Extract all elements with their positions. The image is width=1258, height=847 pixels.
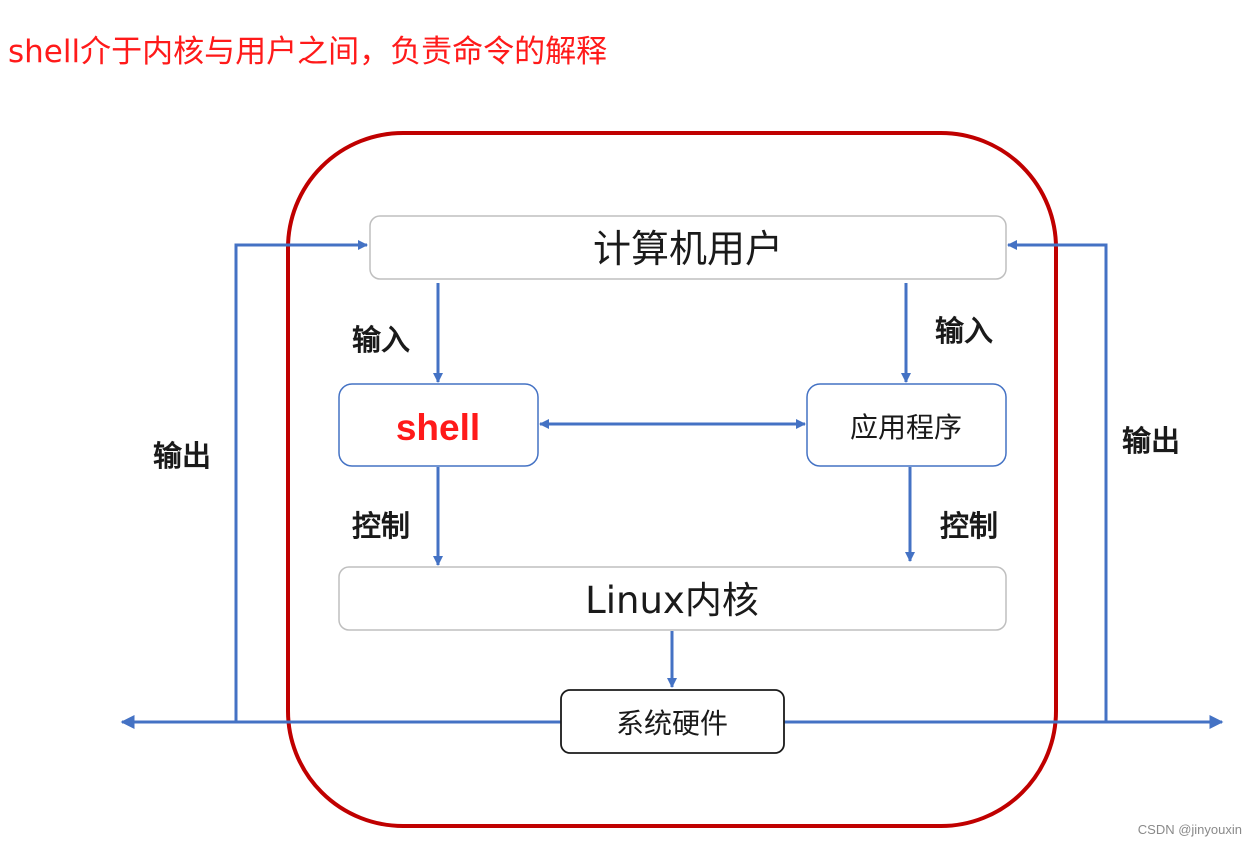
output-right-arrow [1007, 240, 1108, 722]
system-frame [286, 131, 1058, 828]
output-left-label: 输出 [153, 439, 211, 473]
shell-node-label: shell [396, 407, 480, 448]
kernel-node-label: Linux内核 [585, 579, 759, 622]
input-left-label: 输入 [352, 323, 410, 357]
watermark: CSDN @jinyouxin [1137, 822, 1242, 837]
output-right-label: 输出 [1122, 424, 1180, 458]
control-left-label: 控制 [352, 509, 410, 543]
hardware-node: 系统硬件 [560, 689, 785, 754]
output-left-arrow [234, 240, 368, 722]
user-node: 计算机用户 [369, 215, 1007, 280]
control-right-label: 控制 [940, 509, 998, 543]
user-node-label: 计算机用户 [593, 227, 783, 271]
app-node: 应用程序 [806, 383, 1007, 467]
shell-node: shell [338, 383, 539, 467]
app-node-label: 应用程序 [850, 411, 962, 444]
input-right-label: 输入 [935, 314, 993, 348]
kernel-node: Linux内核 [338, 566, 1007, 631]
diagram-heading: shell介于内核与用户之间，负责命令的解释 [8, 34, 608, 70]
hardware-node-label: 系统硬件 [616, 707, 728, 740]
